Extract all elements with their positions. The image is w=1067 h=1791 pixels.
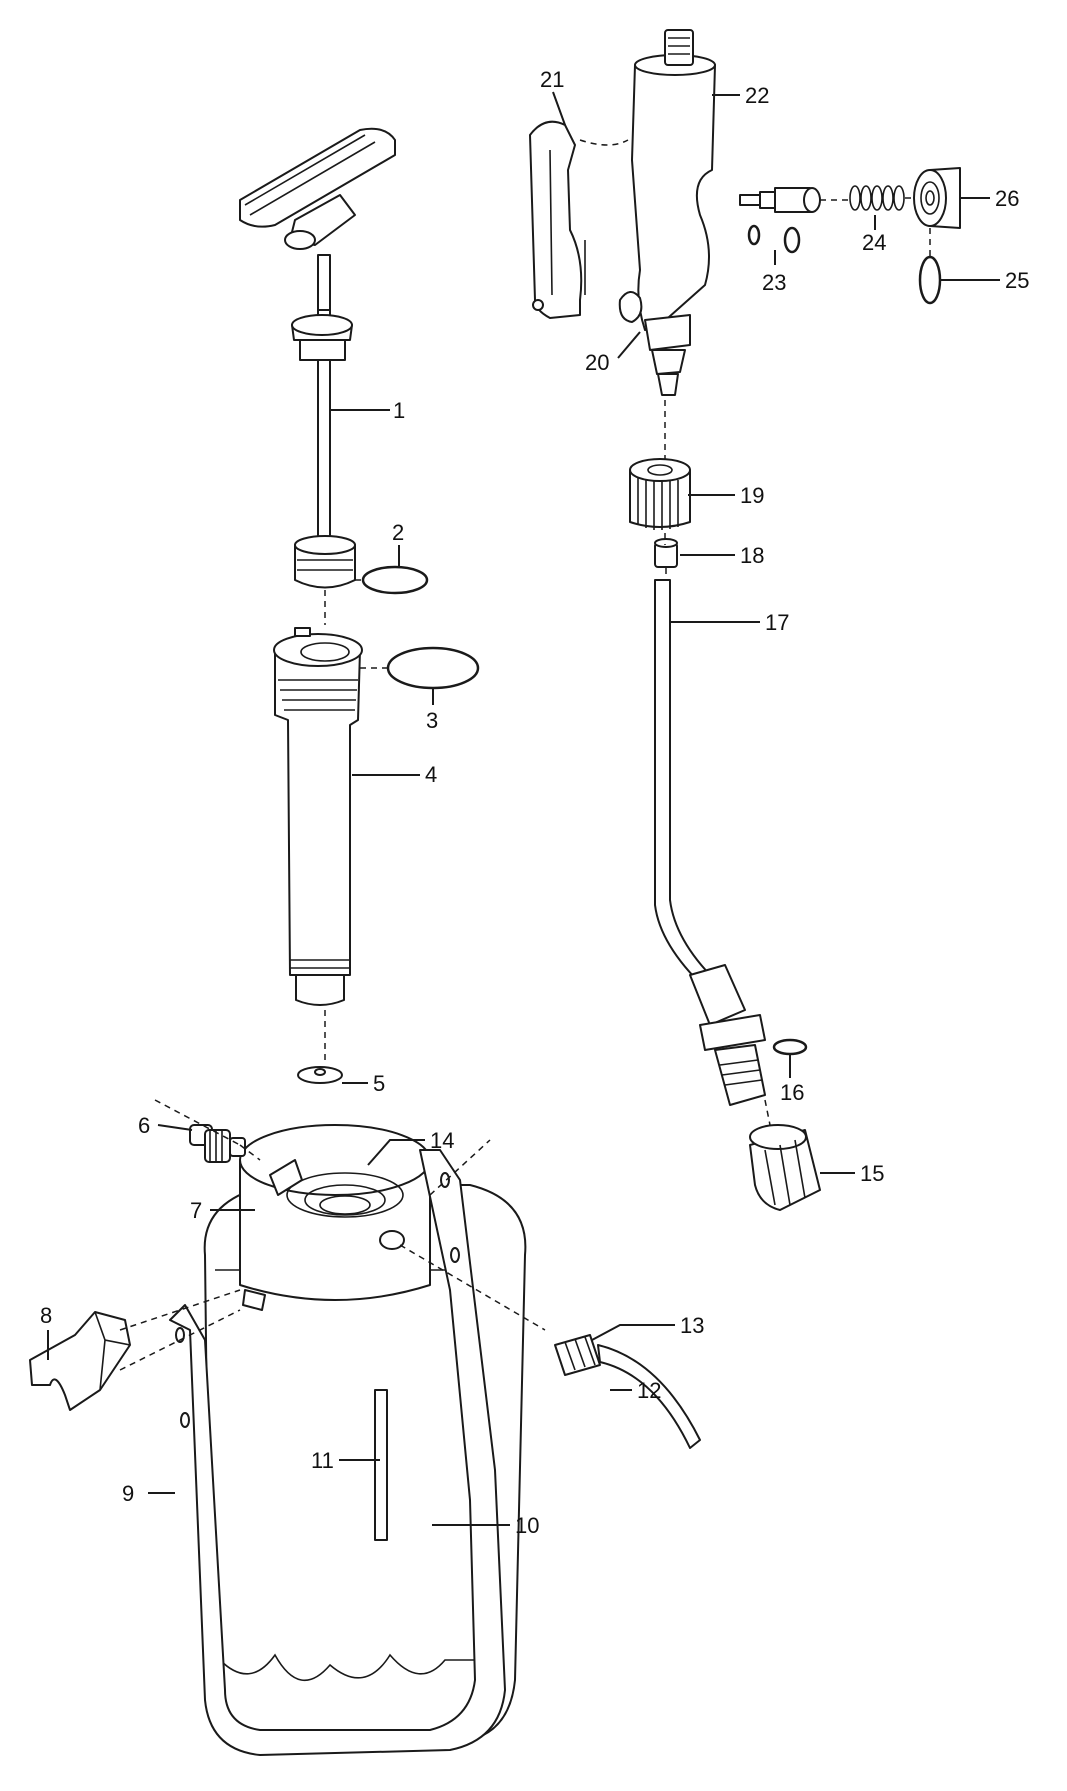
pump-cylinder <box>273 627 363 1006</box>
valve-disc <box>297 1066 343 1084</box>
carry-strap <box>169 1149 506 1756</box>
o-ring-23a <box>747 224 761 246</box>
valve-spring <box>849 185 905 211</box>
callout-11: 11 <box>311 1448 334 1473</box>
callout-1: 1 <box>393 398 405 423</box>
leader-lines <box>47 91 1000 1526</box>
callout-20: 20 <box>585 350 609 375</box>
callout-21: 21 <box>540 67 564 92</box>
callout-6: 6 <box>138 1113 150 1138</box>
o-ring-2 <box>361 565 429 595</box>
assembly-lines <box>119 139 931 1371</box>
callout-13: 13 <box>680 1313 704 1338</box>
nozzle <box>749 1124 821 1211</box>
callout-14: 14 <box>430 1128 454 1153</box>
o-ring-25 <box>918 255 942 305</box>
callout-25: 25 <box>1005 268 1029 293</box>
dip-tube <box>374 1389 388 1541</box>
callout-5: 5 <box>373 1071 385 1096</box>
callout-18: 18 <box>740 543 764 568</box>
callout-4: 4 <box>425 762 437 787</box>
callout-24: 24 <box>862 230 886 255</box>
wand-clip <box>29 1311 131 1411</box>
callout-17: 17 <box>765 610 789 635</box>
callout-8: 8 <box>40 1303 52 1328</box>
callout-15: 15 <box>860 1161 884 1186</box>
callout-2: 2 <box>392 520 404 545</box>
release-valve <box>189 1124 246 1163</box>
callout-16: 16 <box>780 1080 804 1105</box>
lock-knob <box>618 291 643 323</box>
o-ring-16 <box>772 1038 808 1056</box>
callout-labels: 1 2 3 4 5 6 7 8 9 10 11 12 13 14 15 16 1… <box>40 67 1029 1538</box>
callout-7: 7 <box>190 1198 202 1223</box>
callout-3: 3 <box>426 708 438 733</box>
coupling-nut <box>629 458 691 530</box>
spray-wand <box>654 579 766 1106</box>
callout-9: 9 <box>122 1481 134 1506</box>
pump-rod <box>291 309 356 589</box>
o-ring-23b <box>783 226 801 254</box>
ferrule <box>654 538 678 568</box>
callout-12: 12 <box>637 1378 661 1403</box>
callout-26: 26 <box>995 186 1019 211</box>
spray-hose <box>554 1334 701 1449</box>
callout-19: 19 <box>740 483 764 508</box>
trigger-handle-body <box>631 29 716 396</box>
end-cap <box>913 167 961 229</box>
trigger-lever <box>529 120 586 319</box>
valve-stem <box>739 187 821 213</box>
tank-neck <box>239 1124 431 1311</box>
o-ring-3 <box>386 646 480 690</box>
callout-23: 23 <box>762 270 786 295</box>
pump-handle <box>239 127 396 316</box>
callout-22: 22 <box>745 83 769 108</box>
callout-10: 10 <box>515 1513 539 1538</box>
